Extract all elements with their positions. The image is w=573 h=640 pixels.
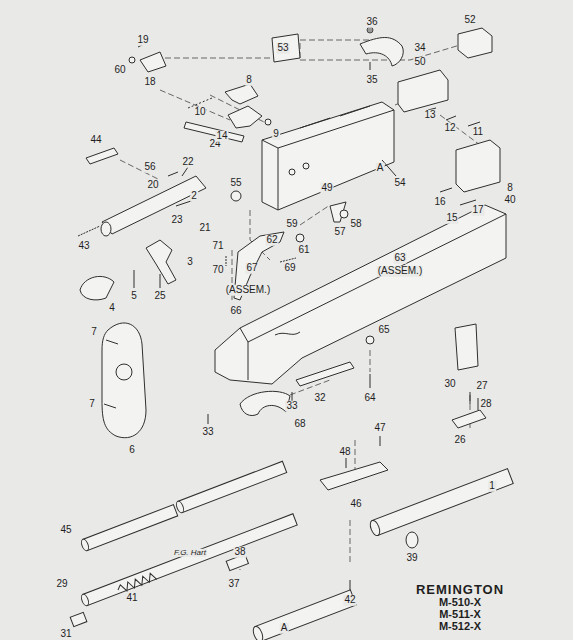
- callout-number: 6: [128, 445, 136, 456]
- callout-number: 60: [113, 65, 126, 76]
- callout-number: 16: [433, 197, 446, 208]
- callout-number: 42: [343, 595, 356, 606]
- callout-number: 46: [349, 499, 362, 510]
- callout-number: 4: [108, 303, 116, 314]
- callout-number: 1: [488, 481, 496, 492]
- callout-number: 33: [285, 401, 298, 412]
- callout-number: 19: [136, 35, 149, 46]
- callout-number: 21: [198, 223, 211, 234]
- callout-number: 57: [333, 227, 346, 238]
- callout-number: 68: [293, 419, 306, 430]
- callout-number: 63: [393, 253, 406, 264]
- callout-number: 65: [377, 325, 390, 336]
- callout-number: 59: [285, 219, 298, 230]
- callout-number: (ASSEM.): [225, 285, 271, 296]
- callout-number: 32: [313, 393, 326, 404]
- callout-number: 34: [413, 43, 426, 54]
- diagram-title: REMINGTON: [416, 582, 504, 597]
- callout-number: (ASSEM.): [377, 266, 423, 277]
- callout-number: 12: [443, 123, 456, 134]
- callout-number: 2: [190, 191, 198, 202]
- callout-number: 56: [143, 162, 156, 173]
- callout-number: 43: [77, 241, 90, 252]
- callout-number: 7: [88, 399, 96, 410]
- callout-number: 20: [146, 180, 159, 191]
- callout-number: 40: [503, 195, 516, 206]
- callout-number: 69: [283, 263, 296, 274]
- callout-number: 49: [320, 183, 333, 194]
- callout-number: 7: [90, 327, 98, 338]
- callout-number: 66: [229, 306, 242, 317]
- callout-number: 52: [463, 15, 476, 26]
- callout-number: 3: [186, 257, 194, 268]
- callout-number: 50: [413, 57, 426, 68]
- callout-number: 58: [349, 219, 362, 230]
- callout-number: 8: [245, 75, 253, 86]
- callout-number: 54: [393, 178, 406, 189]
- artist-signature: F.G. Hart: [173, 549, 207, 557]
- callout-number: 39: [405, 553, 418, 564]
- callout-number: 70: [211, 265, 224, 276]
- callout-number: A: [376, 163, 385, 174]
- callout-number: 26: [453, 435, 466, 446]
- callout-number: 10: [193, 107, 206, 118]
- callout-number: 9: [272, 129, 280, 140]
- callout-number: 35: [365, 75, 378, 86]
- callout-number: 61: [297, 245, 310, 256]
- callout-number: 62: [265, 235, 278, 246]
- callout-number: 25: [153, 291, 166, 302]
- callout-number: 36: [365, 17, 378, 28]
- model-number: M-512-X: [438, 621, 482, 633]
- callout-number: 27: [475, 381, 488, 392]
- callout-number: 13: [423, 110, 436, 121]
- callout-number: 41: [125, 593, 138, 604]
- callout-number: 14: [215, 131, 228, 142]
- callout-number: 18: [143, 77, 156, 88]
- callout-number: 55: [229, 178, 242, 189]
- callout-number: A: [280, 623, 289, 634]
- callout-number: 11: [472, 127, 484, 138]
- callout-number: 31: [59, 629, 72, 640]
- callout-number: 37: [227, 579, 240, 590]
- callout-number: 28: [479, 399, 492, 410]
- callout-number: 64: [363, 393, 376, 404]
- callout-number: 30: [443, 379, 456, 390]
- callout-number: 44: [89, 135, 102, 146]
- callout-number: 71: [211, 241, 224, 252]
- model-number: M-511-X: [438, 609, 482, 621]
- callout-number: 45: [59, 525, 72, 536]
- callout-number: 5: [130, 291, 138, 302]
- callout-number: 53: [276, 43, 289, 54]
- model-number: M-510-X: [438, 597, 482, 609]
- callout-number: 15: [445, 213, 458, 224]
- callout-number: 47: [373, 423, 386, 434]
- callout-number: 33: [201, 427, 214, 438]
- callout-number: 38: [233, 547, 246, 558]
- callout-number: 23: [170, 215, 183, 226]
- callout-number: 29: [55, 579, 68, 590]
- callout-number: 48: [338, 447, 351, 458]
- callout-number: 67: [245, 263, 258, 274]
- callout-number: 8: [506, 183, 514, 194]
- callout-number: 22: [181, 157, 194, 168]
- callout-number: 17: [471, 205, 484, 216]
